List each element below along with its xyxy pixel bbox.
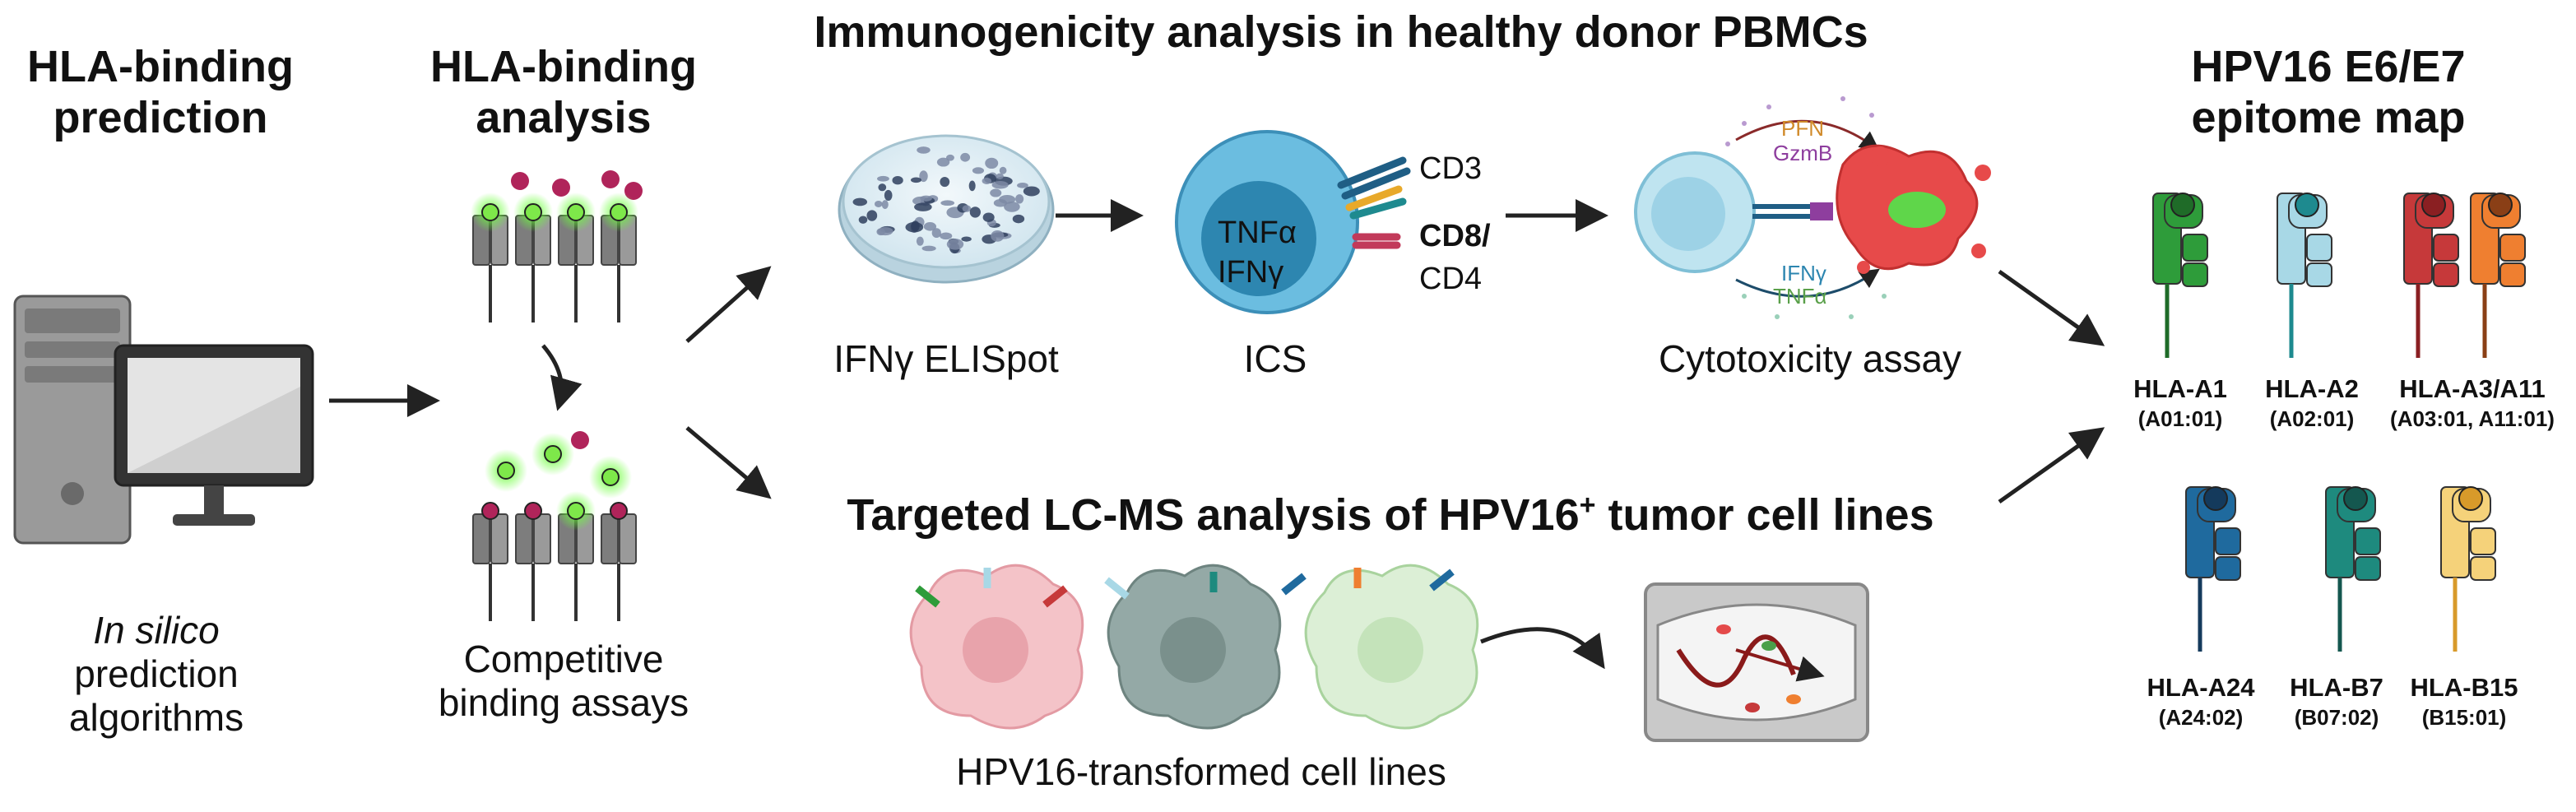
label-insilico-line2: prediction <box>74 652 239 695</box>
mass-spec-icon <box>1644 582 1869 742</box>
cytotox-tnfa: TNFα <box>1773 284 1827 309</box>
label-cytotox: Cytotoxicity assay <box>1658 337 1962 380</box>
header-immunogenicity: Immunogenicity analysis in healthy donor… <box>814 7 1868 57</box>
header-analysis: HLA-binding analysis <box>403 41 724 143</box>
header-lcms-tail: tumor cell lines <box>1595 490 1934 540</box>
allele-b15-sub: (B15:01) <box>2421 705 2507 730</box>
elispot-dish-icon <box>838 134 1055 284</box>
allele-b7-name: HLA-B7 <box>2290 673 2383 702</box>
allele-a3a11-name: HLA-A3/A11 <box>2399 374 2546 403</box>
hla-receptors-top <box>471 170 643 322</box>
label-insilico-line3: algorithms <box>68 695 244 739</box>
computer-icon <box>13 295 314 545</box>
allele-a24-name: HLA-A24 <box>2147 673 2255 702</box>
label-competitive-line1: Competitive <box>463 638 664 680</box>
header-analysis-line2: analysis <box>476 93 652 143</box>
allele-b7-sub: (B07:02) <box>2294 705 2379 730</box>
label-elispot: IFNγ ELISpot <box>833 337 1059 380</box>
header-lcms: Targeted LC-MS analysis of HPV16+ tumor … <box>790 490 1991 541</box>
header-lcms-sup: + <box>1579 490 1596 521</box>
cytotox-pfn: PFN <box>1781 116 1824 141</box>
arrows <box>329 199 2105 670</box>
label-ics: ICS <box>1243 337 1307 380</box>
label-competitive: Competitive binding assays <box>403 638 724 725</box>
header-epitome-line1: HPV16 E6/E7 <box>2191 42 2466 91</box>
header-analysis-line1: HLA-binding <box>430 42 697 91</box>
ics-cd3: CD3 <box>1419 151 1483 186</box>
allele-a1-sub: (A01:01) <box>2137 406 2223 431</box>
hla-allele-icons <box>2152 193 2526 652</box>
header-epitome: HPV16 E6/E7 epitome map <box>2139 41 2518 143</box>
label-insilico: In silico prediction algorithms <box>0 609 313 740</box>
header-prediction-line2: prediction <box>53 93 268 143</box>
header-lcms-main: Targeted LC-MS analysis of HPV16 <box>847 490 1580 540</box>
header-prediction-line1: HLA-binding <box>27 42 294 91</box>
ics-inner-ifng: IFNγ <box>1218 255 1284 290</box>
allele-a24-sub: (A24:02) <box>2158 705 2244 730</box>
hla-receptors-bottom <box>472 431 637 621</box>
cytotox-gzmb: GzmB <box>1773 141 1833 165</box>
allele-a1-name: HLA-A1 <box>2133 374 2227 403</box>
allele-a2-sub: (A02:01) <box>2269 406 2355 431</box>
tumor-cell-lines-icon <box>909 564 1479 730</box>
label-cell-lines: HPV16-transformed cell lines <box>956 750 1446 793</box>
cytotoxicity-icon <box>1634 96 1991 319</box>
ics-cd8: CD8/ <box>1419 219 1491 253</box>
ics-cd4: CD4 <box>1419 262 1483 296</box>
cytotox-ifng: IFNγ <box>1781 261 1826 285</box>
allele-a3a11-sub: (A03:01, A11:01) <box>2390 406 2555 431</box>
label-insilico-italic: In silico <box>93 609 220 652</box>
header-prediction: HLA-binding prediction <box>0 41 321 143</box>
ics-inner-tnfa: TNFα <box>1218 216 1297 250</box>
header-epitome-line2: epitome map <box>2191 93 2466 143</box>
allele-a2-name: HLA-A2 <box>2265 374 2359 403</box>
label-competitive-line2: binding assays <box>438 680 689 724</box>
allele-b15-name: HLA-B15 <box>2410 673 2518 702</box>
ics-cell-icon <box>1175 130 1411 314</box>
